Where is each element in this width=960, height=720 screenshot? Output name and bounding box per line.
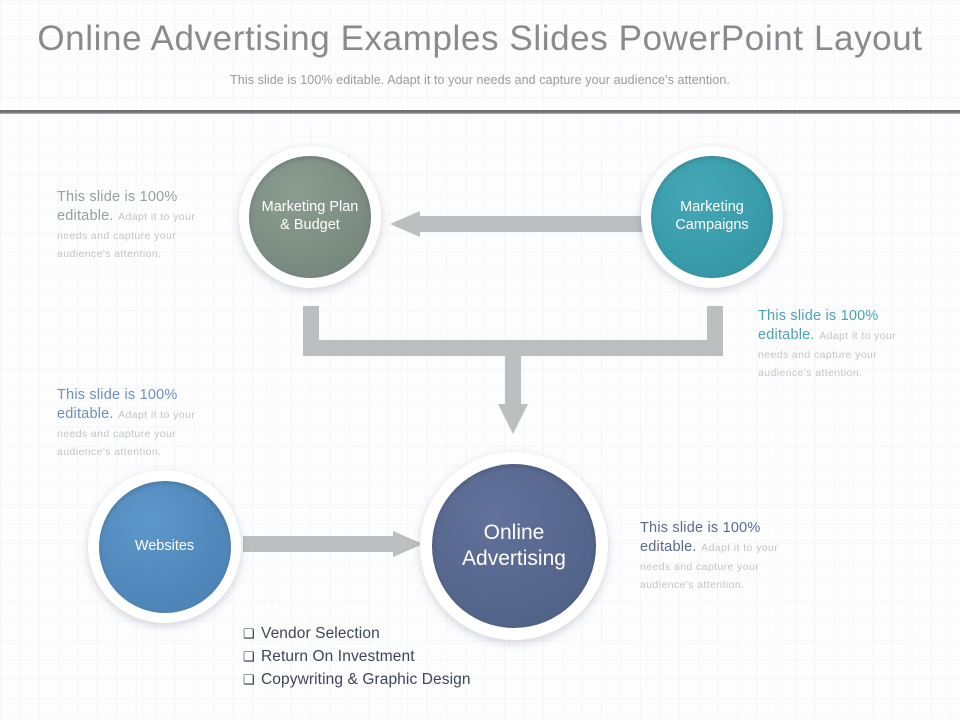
annotation-websites: This slide is 100% editable. Adapt it to…: [57, 386, 205, 460]
annotation-lead: This slide is 100% editable.: [640, 520, 761, 555]
node-label: Marketing Plan & Budget: [261, 199, 359, 233]
node-label: Marketing Campaigns: [675, 199, 749, 233]
node-marketing-campaigns[interactable]: Marketing Campaigns: [641, 146, 783, 288]
list-item-label: Copywriting & Graphic Design: [261, 671, 471, 688]
annotation-rest: Adapt it to your needs and capture your …: [57, 409, 196, 458]
page-subtitle: This slide is 100% editable. Adapt it to…: [230, 73, 730, 87]
node-websites[interactable]: Websites: [88, 470, 241, 623]
page-title: Online Advertising Examples Slides Power…: [37, 19, 923, 58]
annotation-rest: Adapt it to your needs and capture your …: [758, 330, 897, 379]
annotation-marketing-campaigns: This slide is 100% editable. Adapt it to…: [758, 307, 906, 381]
annotation-lead: This slide is 100% editable.: [57, 387, 178, 422]
header-divider: [0, 110, 960, 114]
checkbox-square-icon: ❑: [243, 672, 255, 687]
annotation-marketing-plan: This slide is 100% editable. Adapt it to…: [57, 188, 205, 262]
arrow-campaigns-to-plan: [390, 211, 662, 237]
annotation-lead: This slide is 100% editable.: [57, 189, 178, 224]
node-disc: Marketing Plan & Budget: [249, 156, 371, 278]
connector-drop: [505, 340, 521, 408]
arrow-shaft: [416, 216, 662, 232]
node-online-advertising[interactable]: Online Advertising: [420, 452, 608, 640]
arrow-shaft: [243, 536, 395, 552]
checkbox-square-icon: ❑: [243, 626, 255, 641]
list-item-label: Return On Investment: [261, 648, 415, 665]
node-label: Websites: [134, 537, 195, 554]
node-label: Online Advertising: [462, 521, 566, 570]
node-marketing-plan[interactable]: Marketing Plan & Budget: [239, 146, 381, 288]
arrow-head-left-icon: [390, 211, 420, 237]
arrow-websites-to-center: [243, 531, 423, 557]
arrow-head-down-icon: [498, 404, 528, 434]
arrow-top-nodes-to-center: [303, 306, 723, 434]
annotation-rest: Adapt it to your needs and capture your …: [57, 211, 196, 260]
list-item: ❑ Copywriting & Graphic Design: [243, 668, 663, 691]
node-disc: Marketing Campaigns: [651, 156, 773, 278]
node-disc: Websites: [98, 480, 231, 613]
slide-header: Online Advertising Examples Slides Power…: [0, 0, 960, 114]
annotation-rest: Adapt it to your needs and capture your …: [640, 542, 779, 591]
node-disc: Online Advertising: [432, 464, 596, 628]
checkbox-square-icon: ❑: [243, 649, 255, 664]
list-item: ❑ Vendor Selection: [243, 622, 663, 645]
list-item-label: Vendor Selection: [261, 625, 380, 642]
annotation-lead: This slide is 100% editable.: [758, 308, 879, 343]
annotation-online-advertising: This slide is 100% editable. Adapt it to…: [640, 519, 788, 593]
arrow-head-right-icon: [393, 531, 423, 557]
list-item: ❑ Return On Investment: [243, 645, 663, 668]
bullet-list: ❑ Vendor Selection ❑ Return On Investmen…: [243, 622, 663, 691]
